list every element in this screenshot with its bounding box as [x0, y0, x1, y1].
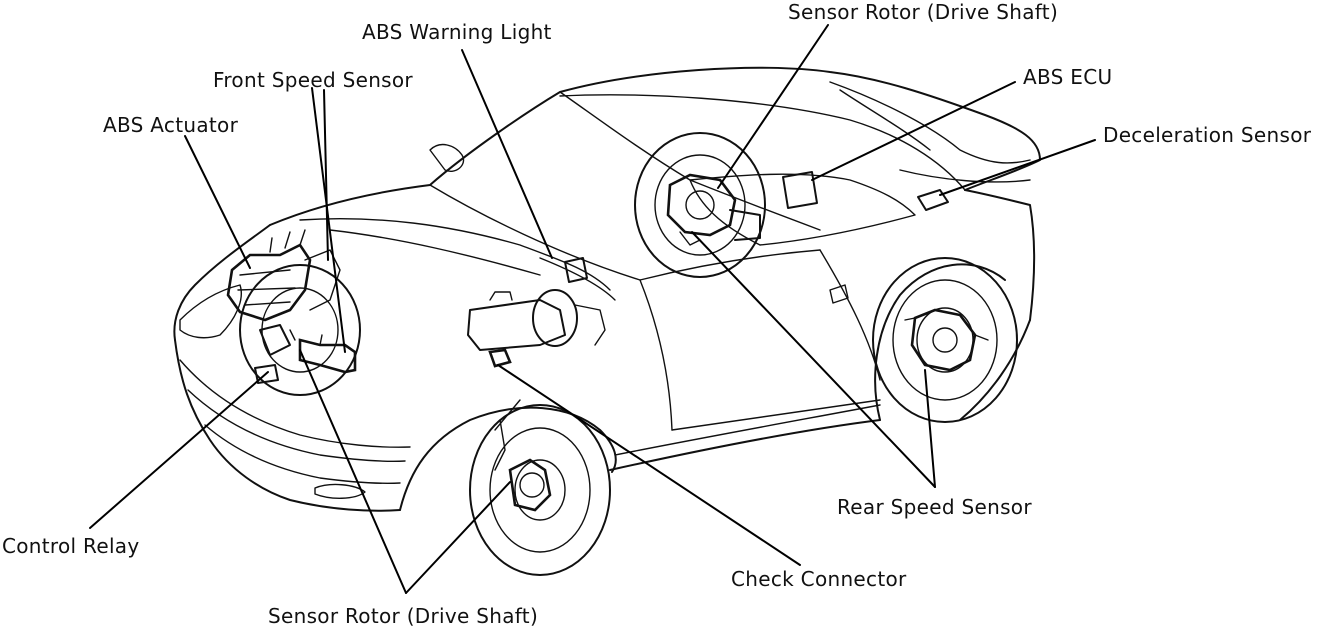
label-sensor-rotor-bottom: Sensor Rotor (Drive Shaft): [268, 604, 539, 628]
rear-hub-right-drawing: [904, 308, 989, 372]
car-body: [173, 66, 1041, 576]
label-deceleration-sensor: Deceleration Sensor: [1103, 123, 1312, 147]
deceleration-sensor-drawing: [917, 189, 949, 211]
abs-actuator-drawing: [226, 229, 341, 356]
label-control-relay: Control Relay: [2, 534, 140, 558]
label-abs-ecu: ABS ECU: [1023, 65, 1113, 89]
rear-hub-top-drawing: [666, 173, 761, 246]
abs-ecu-drawing: [782, 171, 818, 209]
label-front-speed-sensor: Front Speed Sensor: [213, 68, 413, 92]
leader-lines: [89, 24, 1096, 594]
abs-warning-light-drawing: [539, 257, 616, 301]
label-check-connector: Check Connector: [731, 567, 907, 591]
label-sensor-rotor-top: Sensor Rotor (Drive Shaft): [788, 0, 1059, 24]
control-relay-drawing: [254, 364, 279, 384]
label-rear-speed-sensor: Rear Speed Sensor: [837, 495, 1032, 519]
front-speed-sensor-drawing: [289, 329, 357, 374]
label-abs-actuator: ABS Actuator: [103, 113, 239, 137]
label-abs-warning-light: ABS Warning Light: [362, 20, 552, 44]
master-cylinder-drawing: [467, 289, 606, 368]
